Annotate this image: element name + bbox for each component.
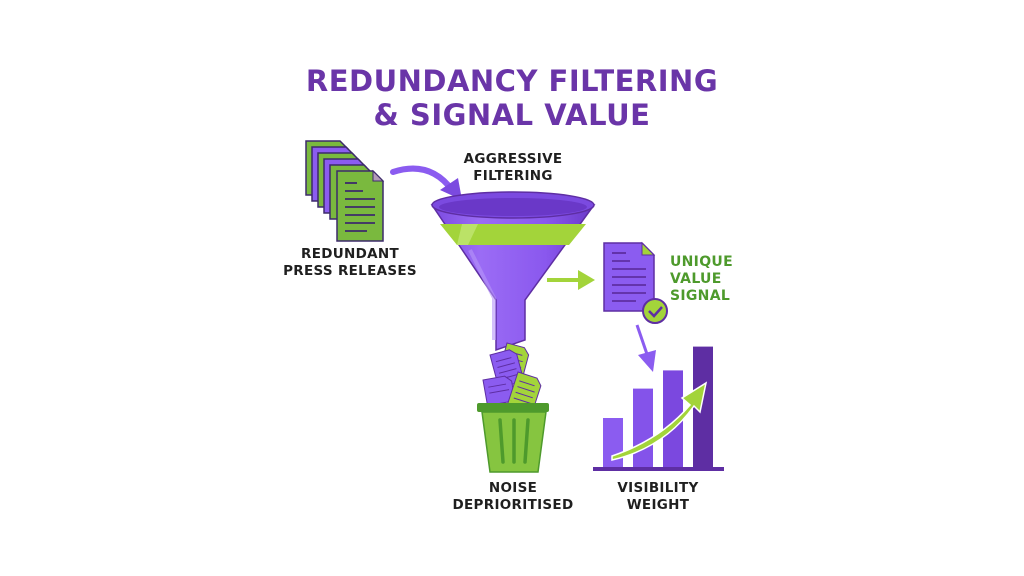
label-line: SIGNAL xyxy=(670,288,731,304)
document-stack-icon xyxy=(305,140,385,242)
funnel-icon xyxy=(430,191,596,352)
label-line: NOISE xyxy=(488,480,538,496)
visibility-bar xyxy=(633,388,653,467)
label-line: REDUNDANT xyxy=(301,246,399,262)
label-aggressive-filtering: AGGRESSIVE FILTERING xyxy=(433,151,593,185)
label-line: VALUE xyxy=(670,271,722,287)
label-noise-deprioritised: NOISE DEPRIORITISED xyxy=(433,480,593,514)
label-line: UNIQUE xyxy=(670,254,733,270)
visibility-bar xyxy=(663,370,683,467)
label-redundant-press-releases: REDUNDANT PRESS RELEASES xyxy=(270,246,430,280)
arrow-to-signal-icon xyxy=(547,270,595,290)
title-line-2: & SIGNAL VALUE xyxy=(373,98,651,132)
label-line: WEIGHT xyxy=(626,497,690,513)
visibility-bar xyxy=(693,346,713,467)
label-line: PRESS RELEASES xyxy=(283,263,417,279)
page-title: REDUNDANCY FILTERING & SIGNAL VALUE xyxy=(0,64,1024,132)
label-line: AGGRESSIVE xyxy=(463,151,563,167)
trend-arrow-icon xyxy=(611,381,708,461)
rising-bar-chart-icon xyxy=(593,346,724,471)
label-visibility-weight: VISIBILITY WEIGHT xyxy=(578,480,738,514)
label-line: VISIBILITY xyxy=(617,480,699,496)
checked-document-icon xyxy=(603,241,668,324)
label-line: DEPRIORITISED xyxy=(452,497,574,513)
arrow-to-chart-icon xyxy=(635,324,656,372)
arrow-to-funnel-icon xyxy=(390,165,462,200)
chart-baseline xyxy=(593,467,724,471)
title-line-1: REDUNDANCY FILTERING xyxy=(305,64,719,98)
label-unique-value-signal: UNIQUE VALUE SIGNAL xyxy=(670,254,770,305)
label-line: FILTERING xyxy=(473,168,553,184)
trash-bin-icon xyxy=(477,403,549,473)
falling-papers-icon xyxy=(482,342,542,414)
